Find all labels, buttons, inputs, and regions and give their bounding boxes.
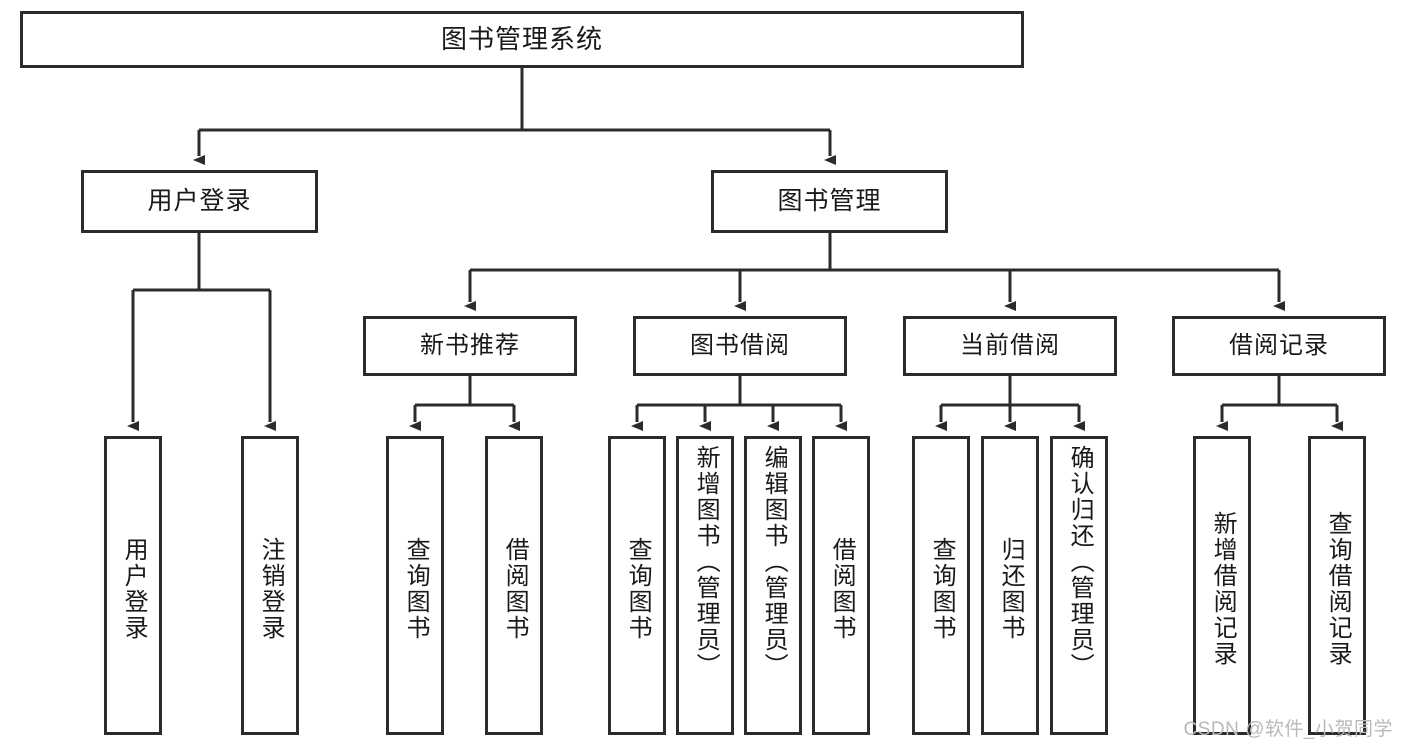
node-leaf-query-book-2-label: 查询图书 xyxy=(624,536,652,641)
node-current-borrow[interactable]: 当前借阅 xyxy=(903,316,1117,376)
csdn-watermark: CSDN @软件_小贺同学 xyxy=(1183,719,1393,740)
node-leaf-return-book[interactable]: 归还图书 xyxy=(981,436,1039,735)
node-book-borrow[interactable]: 图书借阅 xyxy=(633,316,847,376)
node-root[interactable]: 图书管理系统 xyxy=(20,11,1024,68)
node-leaf-confirm-return-label: 确认归还（管理员） xyxy=(1066,445,1094,679)
node-user-login[interactable]: 用户登录 xyxy=(81,170,318,233)
node-leaf-query-book-3-label: 查询图书 xyxy=(928,536,956,641)
node-leaf-user-logout-label: 注销登录 xyxy=(257,536,285,641)
node-new-book-recommend-label: 新书推荐 xyxy=(420,332,520,359)
node-leaf-user-logout[interactable]: 注销登录 xyxy=(241,436,299,735)
node-book-manage-label: 图书管理 xyxy=(777,186,882,215)
node-root-label: 图书管理系统 xyxy=(440,24,603,55)
node-leaf-confirm-return[interactable]: 确认归还（管理员） xyxy=(1050,436,1108,735)
node-leaf-add-record[interactable]: 新增借阅记录 xyxy=(1193,436,1251,735)
node-leaf-add-book[interactable]: 新增图书（管理员） xyxy=(676,436,734,735)
node-leaf-edit-book-label: 编辑图书（管理员） xyxy=(760,445,788,679)
node-book-manage[interactable]: 图书管理 xyxy=(711,170,948,233)
node-book-borrow-label: 图书借阅 xyxy=(690,332,790,359)
node-current-borrow-label: 当前借阅 xyxy=(960,332,1060,359)
node-new-book-recommend[interactable]: 新书推荐 xyxy=(363,316,577,376)
node-leaf-query-book-3[interactable]: 查询图书 xyxy=(912,436,970,735)
node-leaf-add-book-label: 新增图书（管理员） xyxy=(692,445,720,679)
node-leaf-query-book-2[interactable]: 查询图书 xyxy=(608,436,666,735)
node-leaf-add-record-label: 新增借阅记录 xyxy=(1209,510,1237,667)
node-leaf-borrow-book-1[interactable]: 借阅图书 xyxy=(485,436,543,735)
node-leaf-edit-book[interactable]: 编辑图书（管理员） xyxy=(744,436,802,735)
node-leaf-query-record-label: 查询借阅记录 xyxy=(1324,510,1352,667)
node-leaf-return-book-label: 归还图书 xyxy=(997,536,1025,641)
node-leaf-query-book-1[interactable]: 查询图书 xyxy=(386,436,444,735)
node-leaf-user-login[interactable]: 用户登录 xyxy=(104,436,162,735)
node-leaf-borrow-book-2-label: 借阅图书 xyxy=(828,536,856,641)
node-leaf-borrow-book-2[interactable]: 借阅图书 xyxy=(812,436,870,735)
node-borrow-record-label: 借阅记录 xyxy=(1229,332,1329,359)
node-borrow-record[interactable]: 借阅记录 xyxy=(1172,316,1386,376)
node-leaf-query-book-1-label: 查询图书 xyxy=(402,536,430,641)
node-leaf-borrow-book-1-label: 借阅图书 xyxy=(501,536,529,641)
node-leaf-query-record[interactable]: 查询借阅记录 xyxy=(1308,436,1366,735)
node-leaf-user-login-label: 用户登录 xyxy=(120,536,148,641)
node-user-login-label: 用户登录 xyxy=(147,186,252,215)
